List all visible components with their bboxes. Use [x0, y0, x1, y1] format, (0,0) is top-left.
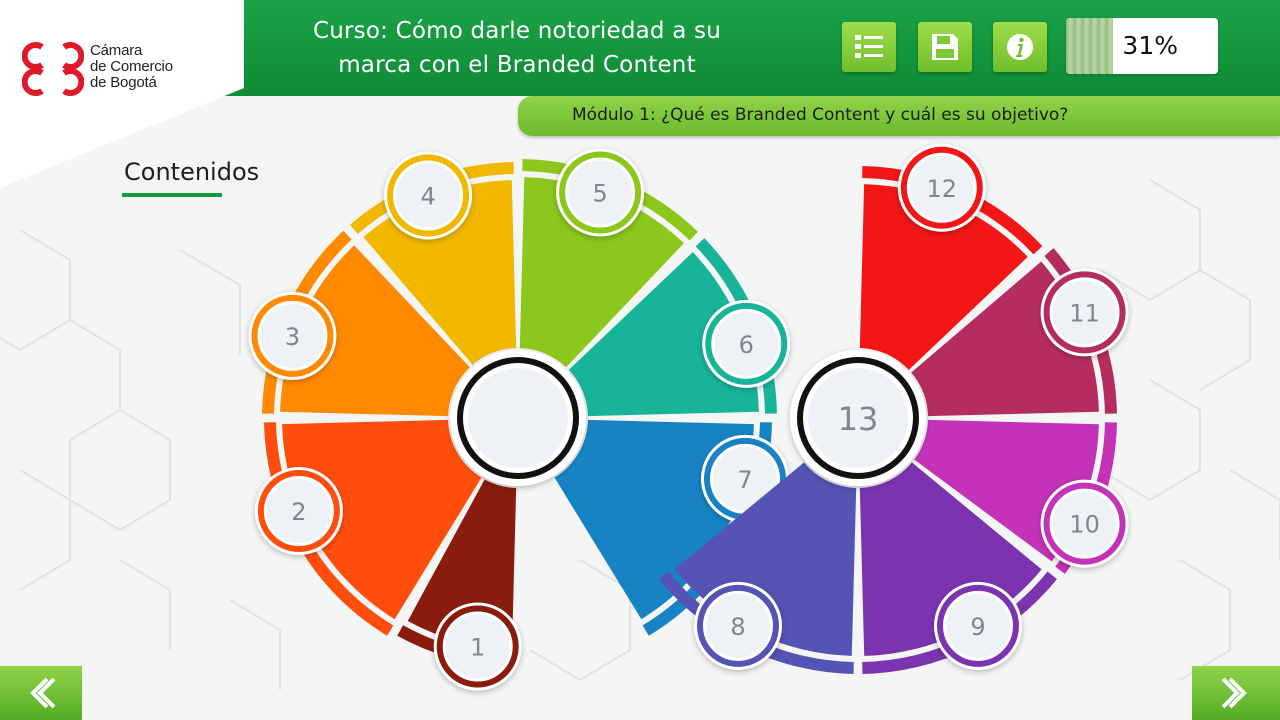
section-title: Contenidos — [124, 158, 260, 186]
logo-text-line-2: de Comercio — [90, 58, 173, 75]
chevron-left-icon — [30, 677, 56, 709]
badge-face-3 — [260, 303, 325, 368]
badge-face-12 — [909, 155, 974, 220]
left-ring-5 — [522, 159, 698, 241]
badge-number-5: 5 — [592, 179, 607, 207]
badge-face-9 — [946, 593, 1010, 658]
right-ring-9 — [862, 571, 1057, 674]
left-hub-face — [468, 368, 568, 468]
right-wheel: 8 9 10 11 12 13 — [659, 143, 1129, 674]
next-button[interactable] — [1192, 666, 1280, 720]
course-title-line-1: Curso: Cómo darle notoriedad a su — [312, 18, 722, 44]
badge-face-10 — [1052, 491, 1117, 556]
logo-text: Cámara de Comercio de Bogotá — [90, 43, 240, 91]
logo-icon — [22, 42, 84, 96]
left-segment-6 — [568, 252, 759, 417]
logo-text-line-3: de Bogotá — [90, 74, 157, 91]
right-ring-10 — [1055, 422, 1117, 574]
badge-number-2: 2 — [291, 498, 306, 526]
list-icon — [855, 35, 883, 58]
right-ring-12 — [862, 166, 1043, 255]
left-ring-6 — [695, 238, 777, 414]
badge-face-4 — [396, 163, 461, 228]
previous-button[interactable] — [0, 666, 82, 720]
left-wheel: 1 2 3 4 5 6 7 — [248, 148, 791, 691]
badge-number-9: 9 — [970, 613, 985, 641]
badge-number-13: 13 — [838, 400, 879, 438]
badge-face-8 — [706, 593, 770, 658]
save-icon — [932, 34, 958, 60]
left-ring-3 — [262, 230, 352, 414]
badge-number-7: 7 — [737, 466, 752, 494]
contents-menu-button[interactable] — [842, 22, 896, 72]
progress-indicator: 31% — [1066, 18, 1218, 74]
logo-text-line-1: Cámara — [90, 42, 143, 59]
left-segment-2 — [282, 419, 482, 620]
left-segment-5 — [519, 177, 684, 368]
badge-number-11: 11 — [1069, 299, 1100, 327]
right-ring-8 — [659, 571, 854, 674]
badge-number-6: 6 — [739, 331, 754, 359]
save-button[interactable] — [918, 22, 972, 72]
badge-face-7 — [712, 446, 777, 511]
badge-number-12: 12 — [927, 175, 958, 203]
badge-face-11 — [1052, 280, 1117, 345]
progress-label: 31% — [1122, 31, 1178, 60]
section-underline — [122, 193, 222, 197]
progress-fill — [1066, 18, 1114, 74]
badge-number-8: 8 — [730, 613, 745, 641]
chevron-right-icon — [1221, 677, 1247, 709]
badge-face-2 — [266, 478, 331, 543]
info-button[interactable] — [993, 22, 1047, 72]
left-segment-3 — [280, 245, 470, 417]
module-bar: Módulo 1: ¿Qué es Branded Content y cuál… — [518, 96, 1280, 136]
course-title-line-2: marca con el Branded Content — [338, 52, 696, 78]
left-ring-4 — [350, 162, 514, 234]
badge-face-6 — [714, 311, 779, 376]
badge-number-10: 10 — [1069, 511, 1100, 539]
info-icon — [1007, 34, 1033, 60]
badge-number-4: 4 — [420, 182, 435, 210]
right-segment-12 — [859, 184, 1028, 370]
badge-number-1: 1 — [470, 633, 485, 661]
course-title: Curso: Cómo darle notoriedad a su marca … — [262, 14, 772, 82]
badge-face-5 — [568, 160, 633, 225]
badge-number-3: 3 — [285, 323, 300, 351]
module-title: Módulo 1: ¿Qué es Branded Content y cuál… — [572, 105, 1069, 125]
right-hub-face — [808, 368, 908, 468]
right-ring-11 — [1044, 248, 1117, 414]
badge-face-1 — [445, 614, 510, 679]
